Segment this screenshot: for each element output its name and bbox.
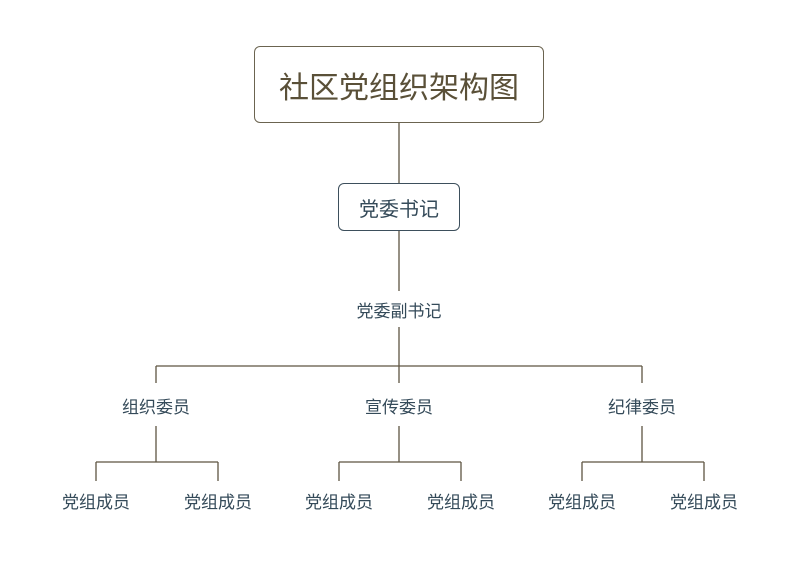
committee-node-discipline: 纪律委员 bbox=[582, 393, 702, 418]
member-label: 党组成员 bbox=[184, 492, 252, 513]
committee-label: 宣传委员 bbox=[365, 397, 433, 418]
committee-label: 纪律委员 bbox=[608, 397, 676, 418]
party-secretary-node: 党委书记 bbox=[338, 183, 460, 231]
member-node: 党组成员 bbox=[289, 488, 389, 513]
member-label: 党组成员 bbox=[548, 492, 616, 513]
member-node: 党组成员 bbox=[168, 488, 268, 513]
member-node: 党组成员 bbox=[46, 488, 146, 513]
committee-node-organization: 组织委员 bbox=[96, 393, 216, 418]
member-node: 党组成员 bbox=[654, 488, 754, 513]
member-label: 党组成员 bbox=[427, 492, 495, 513]
committee-label: 组织委员 bbox=[122, 397, 190, 418]
committee-node-publicity: 宣传委员 bbox=[339, 393, 459, 418]
org-chart-title-box: 社区党组织架构图 bbox=[254, 46, 544, 123]
member-label: 党组成员 bbox=[305, 492, 373, 513]
member-node: 党组成员 bbox=[411, 488, 511, 513]
party-secretary-label: 党委书记 bbox=[359, 196, 439, 221]
member-label: 党组成员 bbox=[670, 492, 738, 513]
org-chart-title: 社区党组织架构图 bbox=[279, 70, 519, 106]
member-node: 党组成员 bbox=[532, 488, 632, 513]
member-label: 党组成员 bbox=[62, 492, 130, 513]
deputy-secretary-node: 党委副书记 bbox=[339, 297, 459, 322]
deputy-secretary-label: 党委副书记 bbox=[356, 301, 442, 322]
